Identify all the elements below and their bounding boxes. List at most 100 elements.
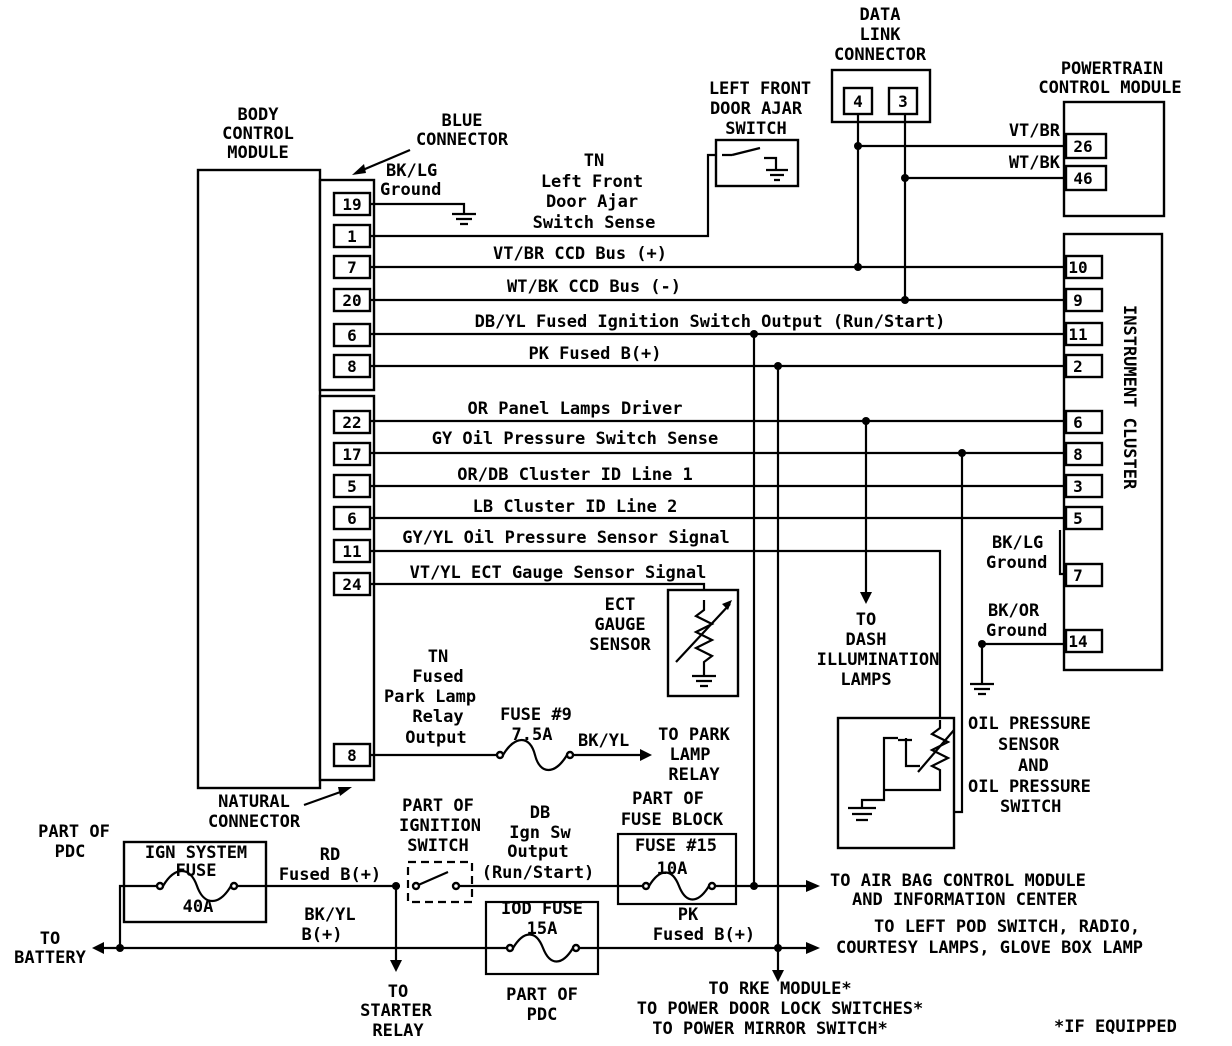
splice-dot (854, 142, 862, 150)
cluster-gnd1-label-1: BK/LG (992, 533, 1043, 553)
dash-lamps-label-1: TO (856, 610, 876, 630)
blue-connector-arrow (357, 148, 411, 174)
wire-cluster-ground-2 (980, 642, 1066, 684)
battery-label-1: TO (40, 929, 60, 949)
cluster-pin: 11 (1068, 325, 1087, 344)
oil-sensor-label-4: OIL PRESSURE (968, 777, 1091, 797)
oil-sensor-label: GY/YL Oil Pressure Sensor Signal (402, 528, 730, 548)
bcm-pin: 17 (342, 445, 361, 464)
pdc-left-label-1: PART OF (38, 822, 110, 842)
pdc-bottom-label-1: PART OF (506, 985, 578, 1005)
airbag-arrow (806, 880, 820, 892)
fuse-block-label-3: FUSE #15 (635, 836, 717, 856)
fuse-block-label-4: 10A (657, 859, 688, 879)
footnote: *IF EQUIPPED (1054, 1017, 1177, 1037)
pod-arrow (806, 942, 820, 954)
ect-sensor-label-2: GAUGE (594, 615, 645, 635)
oil-sensor-label-3: AND (1018, 756, 1049, 776)
ground-icon (766, 168, 788, 182)
door-switch-label-2: DOOR AJAR (710, 99, 803, 119)
airbag-label-1: TO AIR BAG CONTROL MODULE (830, 871, 1086, 891)
splice-dot (774, 362, 782, 370)
dlc-label-2: LINK (860, 25, 902, 45)
door-switch-label-3: SWITCH (725, 119, 786, 139)
oil-sensor-label-1: OIL PRESSURE (968, 714, 1091, 734)
db-ign-label-3: Output (507, 842, 568, 862)
park-relay-label-1: TO PARK (658, 725, 730, 745)
ground-icon (970, 682, 994, 696)
door-sense-label-4: Switch Sense (533, 213, 656, 233)
park-relay-arrow (640, 749, 652, 761)
fuse-15 (648, 871, 710, 901)
cluster-gnd2-label-2: Ground (986, 621, 1047, 641)
ccd-plus-label: VT/BR CCD Bus (+) (493, 244, 667, 264)
ground-icon (452, 212, 476, 226)
ign-fuse-label-1: IGN SYSTEM (145, 843, 247, 863)
oil-sensor-label-5: SWITCH (1000, 797, 1061, 817)
cluster-pin: 10 (1068, 258, 1087, 277)
fuse-terminal (641, 881, 651, 891)
fuse-block-box (616, 832, 738, 906)
bcm-pin: 8 (347, 746, 357, 765)
pod-label-2: COURTESY LAMPS, GLOVE BOX LAMP (836, 938, 1143, 958)
dlc-label-3: CONNECTOR (834, 45, 927, 65)
cluster-pin: 6 (1073, 413, 1083, 432)
bk-yl-label: BK/YL (578, 731, 629, 751)
door-switch-label-1: LEFT FRONT (709, 79, 811, 99)
ect-sensor-label-1: ECT (605, 595, 636, 615)
dlc-pin-box (842, 86, 874, 116)
natural-connector-label-1: NATURAL (218, 792, 290, 812)
switch-terminal (411, 881, 421, 891)
bk-yl-batt-label-2: B(+) (302, 925, 343, 945)
splice-dot (750, 882, 758, 890)
cluster-pins: 10 9 11 2 6 8 3 5 7 14 (1064, 254, 1104, 654)
pk-fused-label: PK Fused B(+) (528, 344, 661, 364)
blue-connector-label-2: CONNECTOR (416, 130, 509, 150)
dash-lamps-label-2: DASH (846, 630, 887, 650)
splice-dot (750, 330, 758, 338)
park-lamp-label-3: Park Lamp (384, 687, 476, 707)
pcm-pin-box (1064, 132, 1108, 160)
natural-connector-arrow (303, 788, 347, 807)
natural-connector-label-2: CONNECTOR (208, 812, 301, 832)
rke-label-1: TO RKE MODULE* (708, 979, 851, 999)
park-relay-label-3: RELAY (668, 765, 720, 785)
oil-sensor-internal (860, 720, 951, 808)
starter-arrow (390, 960, 402, 972)
door-ajar-switch (714, 138, 800, 188)
db-ign-label-4: (Run/Start) (482, 863, 595, 883)
ign-fuse-box (122, 840, 268, 924)
rd-fused-label-1: RD (320, 845, 340, 865)
ign-output-label: DB/YL Fused Ignition Switch Output (Run/… (475, 312, 946, 332)
bcm-pin: 6 (347, 509, 357, 528)
bcm-pin: 24 (342, 575, 361, 594)
rke-label-2: TO POWER DOOR LOCK SWITCHES* (637, 999, 924, 1019)
ground-icon (848, 806, 876, 822)
bcm-body (196, 168, 322, 790)
oil-sensor-internal-arrow (917, 729, 955, 773)
rke-arrow (772, 970, 784, 982)
wire-cluster-ground-1 (1058, 530, 1066, 576)
wire-ect-signal (370, 582, 706, 600)
door-switch-contact (722, 146, 778, 170)
bcm-pin: 5 (347, 477, 357, 496)
ground-icon (692, 674, 716, 688)
oil-sensor-label-2: SENSOR (998, 735, 1060, 755)
fuse-40a (162, 869, 232, 903)
oil-pressure-sensor (836, 716, 956, 850)
ign-fuse-label-3: 40A (183, 897, 214, 917)
pcm-pin: 46 (1073, 169, 1092, 188)
park-lamp-label-2: Fused (412, 667, 463, 687)
bcm-pin: 6 (347, 326, 357, 345)
oil-switch-label: GY Oil Pressure Switch Sense (432, 429, 719, 449)
cluster-pin: 7 (1073, 566, 1083, 585)
wire-label-ground: Ground (380, 180, 441, 200)
ect-thermistor (675, 600, 731, 676)
cluster-gnd1-label-2: Ground (986, 553, 1047, 573)
cluster-pin: 2 (1073, 357, 1083, 376)
db-ign-label-1: DB (530, 803, 550, 823)
pod-label-1: TO LEFT POD SWITCH, RADIO, (874, 917, 1140, 937)
bcm-pin: 22 (342, 413, 361, 432)
rd-fused-label-2: Fused B(+) (279, 865, 381, 885)
